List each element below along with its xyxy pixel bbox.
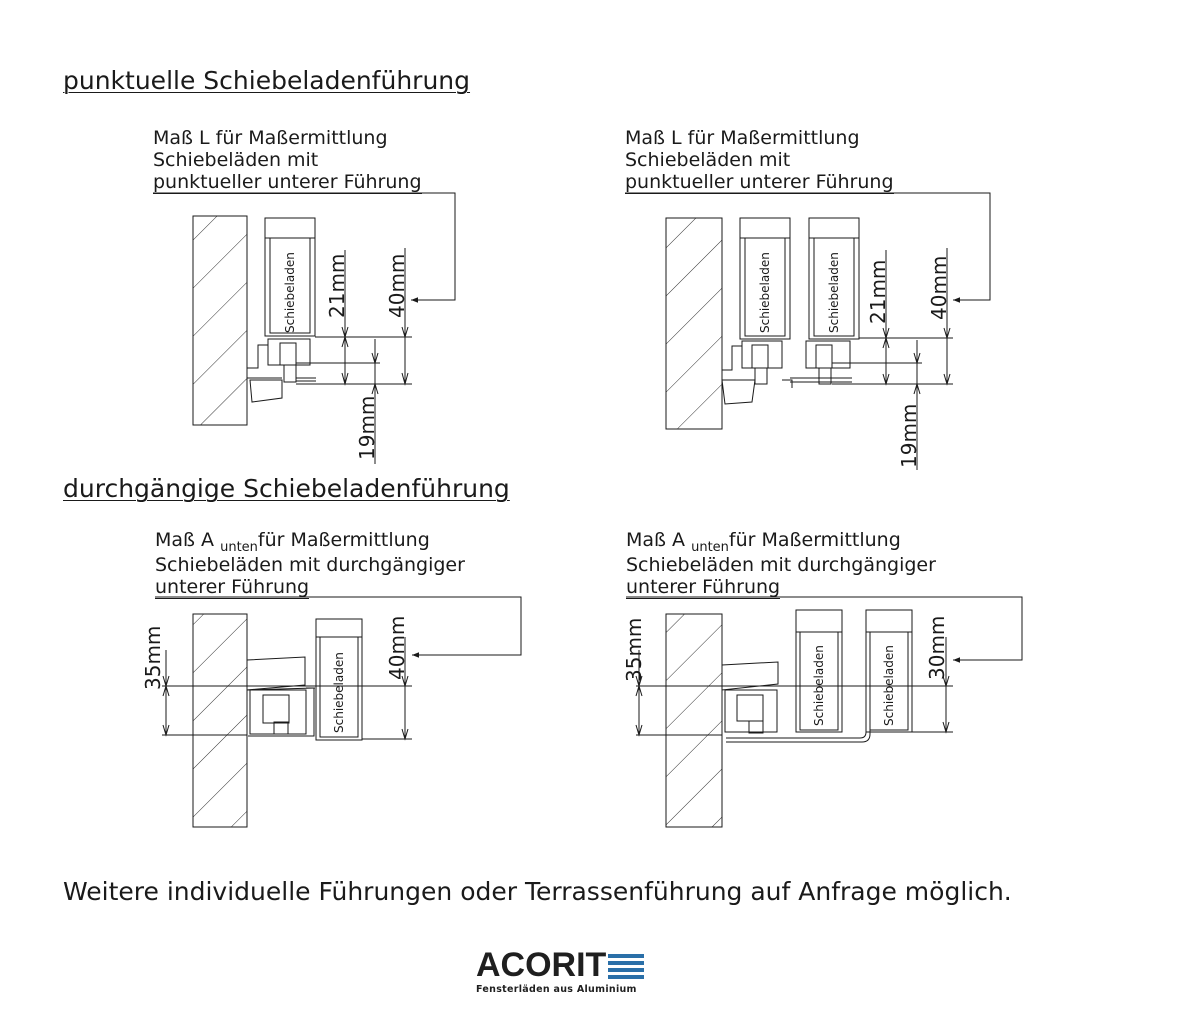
caption-line: unterer Führung: [155, 576, 310, 599]
dimension-lines: [153, 192, 456, 464]
wall-outline: [192, 613, 248, 828]
caption-line: Schiebeläden mit: [625, 149, 791, 171]
dimension-label-30mm: 30mm: [925, 616, 949, 680]
dimension-label-35mm: 35mm: [141, 626, 165, 690]
caption-line: Maß A untenfür Maßermittlung: [155, 529, 465, 555]
section-title-punktuell: punktuelle Schiebeladenführung: [63, 66, 471, 95]
caption-line: Schiebeläden mit: [153, 149, 319, 171]
section-title-durchgaengig: durchgängige Schiebeladenführung: [63, 474, 510, 503]
dimension-lines: [155, 596, 522, 741]
dimension-label-19mm: 19mm: [355, 396, 379, 460]
caption-line: Maß A untenfür Maßermittlung: [626, 529, 936, 555]
wall-outline: [192, 215, 248, 426]
wall-section: [665, 217, 723, 430]
shutter-profile: [808, 217, 860, 340]
logo-bars-icon: [608, 954, 644, 982]
caption-subscript: unten: [220, 540, 258, 555]
dimension-label-40mm: 40mm: [385, 616, 409, 680]
panel-4-drawing: [626, 596, 1023, 828]
logo-tagline: Fensterläden aus Aluminium: [476, 984, 637, 995]
caption-panel-2: Maß L für Maßermittlung Schiebeläden mit…: [625, 127, 894, 194]
caption-suffix: für Maßermittlung: [728, 529, 901, 551]
caption-panel-4: Maß A untenfür Maßermittlung Schiebeläde…: [626, 529, 936, 599]
caption-prefix: Maß A: [626, 529, 686, 551]
panel-3-drawing: [155, 596, 522, 828]
dimension-label-21mm: 21mm: [866, 260, 890, 324]
wall-outline: [665, 613, 723, 828]
shutter-label: Schiebeladen: [882, 645, 896, 726]
shutter-label: Schiebeladen: [827, 252, 841, 333]
dimension-label-35mm: 35mm: [622, 618, 646, 682]
window-sill: [721, 661, 779, 691]
shutter-label: Schiebeladen: [283, 252, 297, 333]
shutter-label: Schiebeladen: [758, 252, 772, 333]
caption-line: Schiebeläden mit durchgängiger: [155, 554, 465, 576]
wall-section: [665, 613, 723, 828]
dimension-label-40mm: 40mm: [927, 256, 951, 320]
wall-section: [192, 215, 248, 426]
caption-prefix: Maß A: [155, 529, 215, 551]
window-sill: [246, 656, 316, 691]
guide-bracket: [721, 340, 852, 405]
footer-note: Weitere individuelle Führungen oder Terr…: [63, 877, 1012, 906]
wall-outline: [665, 217, 723, 430]
dimension-label-19mm: 19mm: [897, 404, 921, 468]
shutter-profile: [865, 609, 913, 733]
wall-section: [192, 613, 248, 828]
dimension-lines: [625, 192, 991, 470]
caption-line: unterer Führung: [626, 576, 781, 599]
shutter-label: Schiebeladen: [812, 645, 826, 726]
guide-bracket: [246, 338, 316, 403]
panel-2-drawing: [625, 192, 991, 470]
shutter-profile: [315, 618, 363, 741]
caption-subscript: unten: [691, 540, 729, 555]
dimension-lines: [626, 596, 1023, 737]
dimension-label-21mm: 21mm: [325, 254, 349, 318]
caption-panel-1: Maß L für Maßermittlung Schiebeläden mit…: [153, 127, 422, 194]
shutter-profile: [795, 609, 843, 733]
shutter-profile: [739, 217, 791, 340]
shutter-label: Schiebeladen: [332, 652, 346, 733]
panel-1-drawing: [153, 192, 456, 464]
acorit-logo: ACORIT Fensterläden aus Aluminium: [476, 946, 644, 995]
caption-line: Maß L für Maßermittlung: [153, 127, 388, 149]
logo-wordmark: ACORIT: [476, 946, 607, 984]
caption-panel-3: Maß A untenfür Maßermittlung Schiebeläde…: [155, 529, 465, 599]
caption-line: Schiebeläden mit durchgängiger: [626, 554, 936, 576]
caption-suffix: für Maßermittlung: [257, 529, 430, 551]
caption-line: Maß L für Maßermittlung: [625, 127, 860, 149]
shutter-profile: [264, 217, 316, 337]
guide-rail: [724, 689, 871, 743]
dimension-label-40mm: 40mm: [385, 254, 409, 318]
guide-rail: [248, 687, 315, 737]
